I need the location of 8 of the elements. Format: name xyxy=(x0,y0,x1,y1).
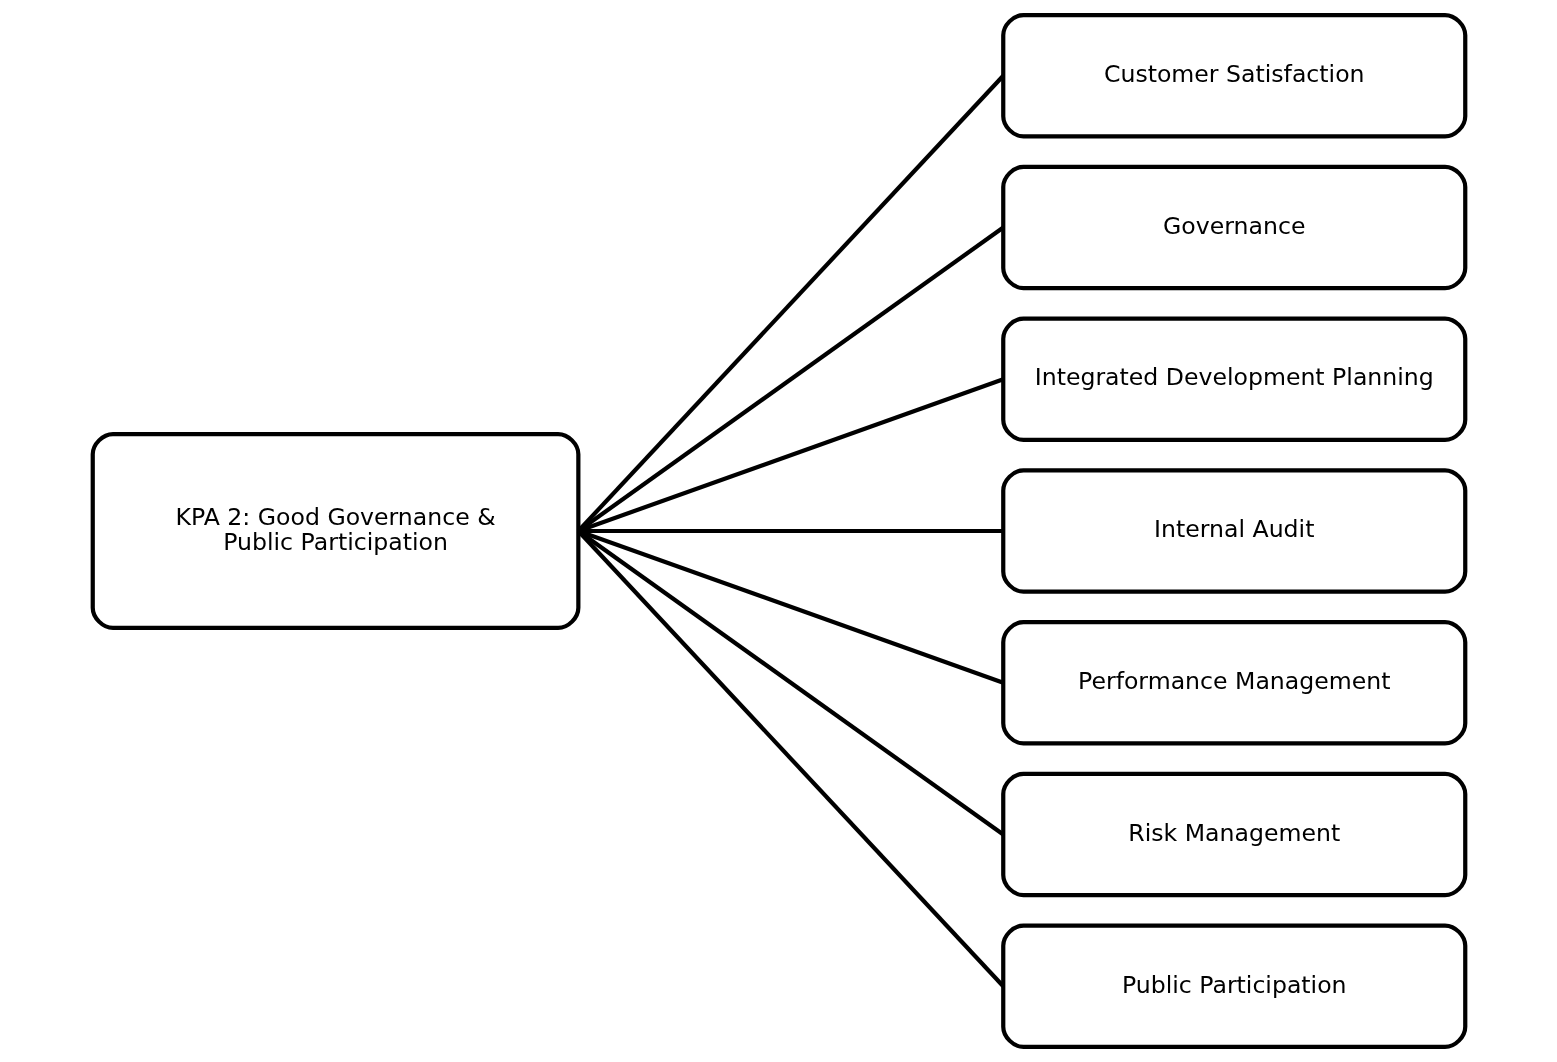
node-box: Public Participation xyxy=(1000,923,1467,1050)
node-box: Performance Management xyxy=(1000,619,1467,746)
node-box: Internal Audit xyxy=(1000,468,1467,594)
node-box: Risk Management xyxy=(1000,771,1467,898)
node-box: Integrated Development Planning xyxy=(1000,316,1467,443)
node-box: Governance xyxy=(1000,164,1467,291)
node-box: Customer Satisfaction xyxy=(1000,12,1467,139)
node-box: KPA 2: Good Governance & Public Participation xyxy=(90,431,580,631)
